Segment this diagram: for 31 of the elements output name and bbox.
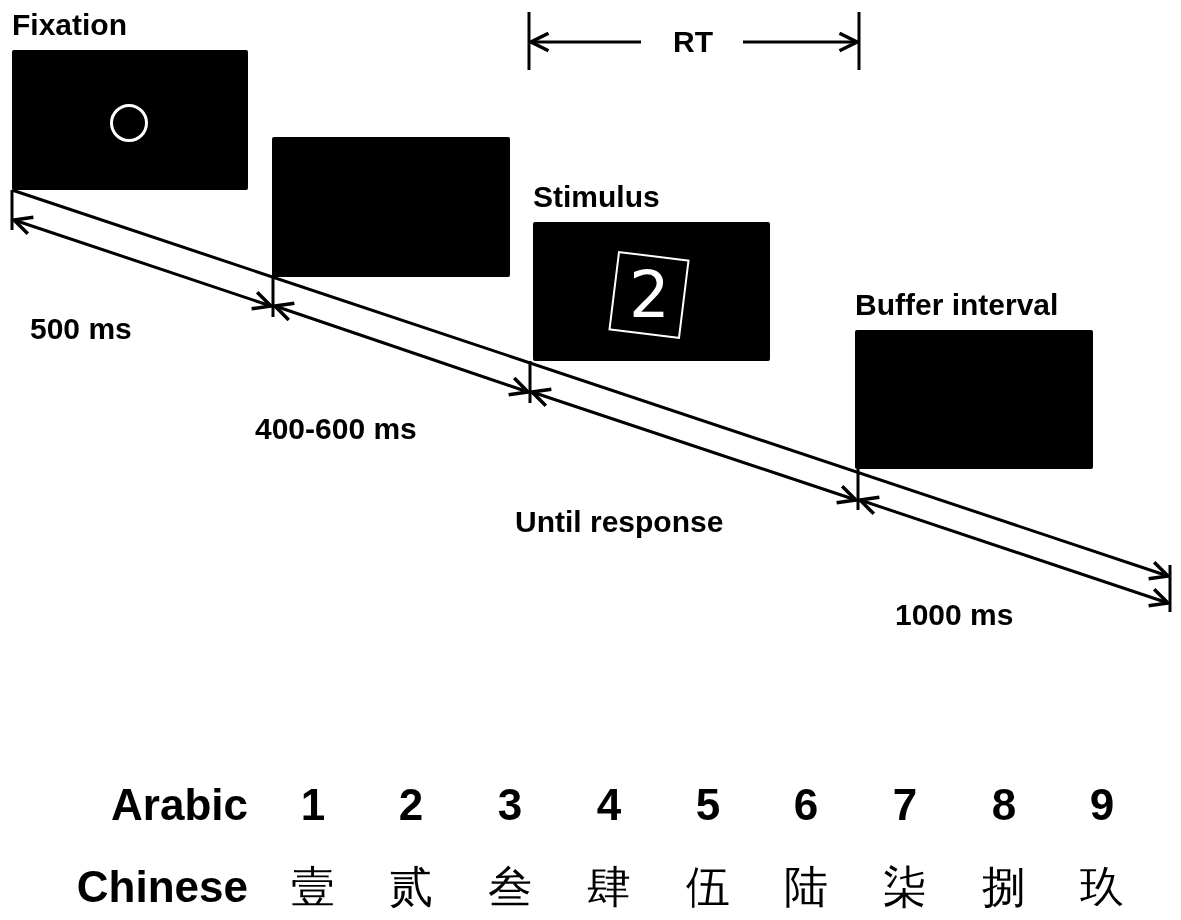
chinese-numeral: 柒 [883, 860, 927, 914]
arabic-numeral: 3 [497, 779, 523, 831]
screen-title: Fixation [12, 8, 127, 42]
dimension-label: RT [673, 24, 713, 60]
chinese-numeral: 捌 [982, 860, 1026, 914]
arabic-numeral: 5 [695, 779, 721, 831]
chinese-numeral: 叁 [488, 860, 532, 914]
arabic-numeral: 4 [596, 779, 622, 831]
chinese-numeral: 贰 [389, 860, 433, 914]
arabic-numeral: 2 [398, 779, 424, 831]
fixation-circle [110, 104, 148, 142]
screen-title: Buffer interval [855, 288, 1059, 322]
screen-title: Stimulus [533, 180, 660, 214]
duration-label: Until response [515, 505, 724, 539]
duration-label: 500 ms [30, 312, 132, 346]
digit-card [608, 250, 690, 340]
duration-label: 400-600 ms [255, 412, 417, 446]
chinese-numeral: 壹 [291, 860, 335, 914]
chinese-numeral: 伍 [686, 860, 730, 914]
arabic-numeral: 9 [1089, 779, 1115, 831]
arabic-numeral: 6 [793, 779, 819, 831]
stimulus-digit: 2 [628, 260, 670, 330]
chinese-numeral: 玖 [1080, 860, 1124, 914]
arabic-numeral: 1 [300, 779, 326, 831]
duration-label: 1000 ms [895, 598, 1014, 632]
arabic-numeral: 7 [892, 779, 918, 831]
arabic-numeral: 8 [991, 779, 1017, 831]
chinese-numeral: 陆 [784, 860, 828, 914]
row-header: Chinese [76, 861, 248, 913]
chinese-numeral: 肆 [587, 860, 631, 914]
row-header: Arabic [111, 779, 248, 831]
